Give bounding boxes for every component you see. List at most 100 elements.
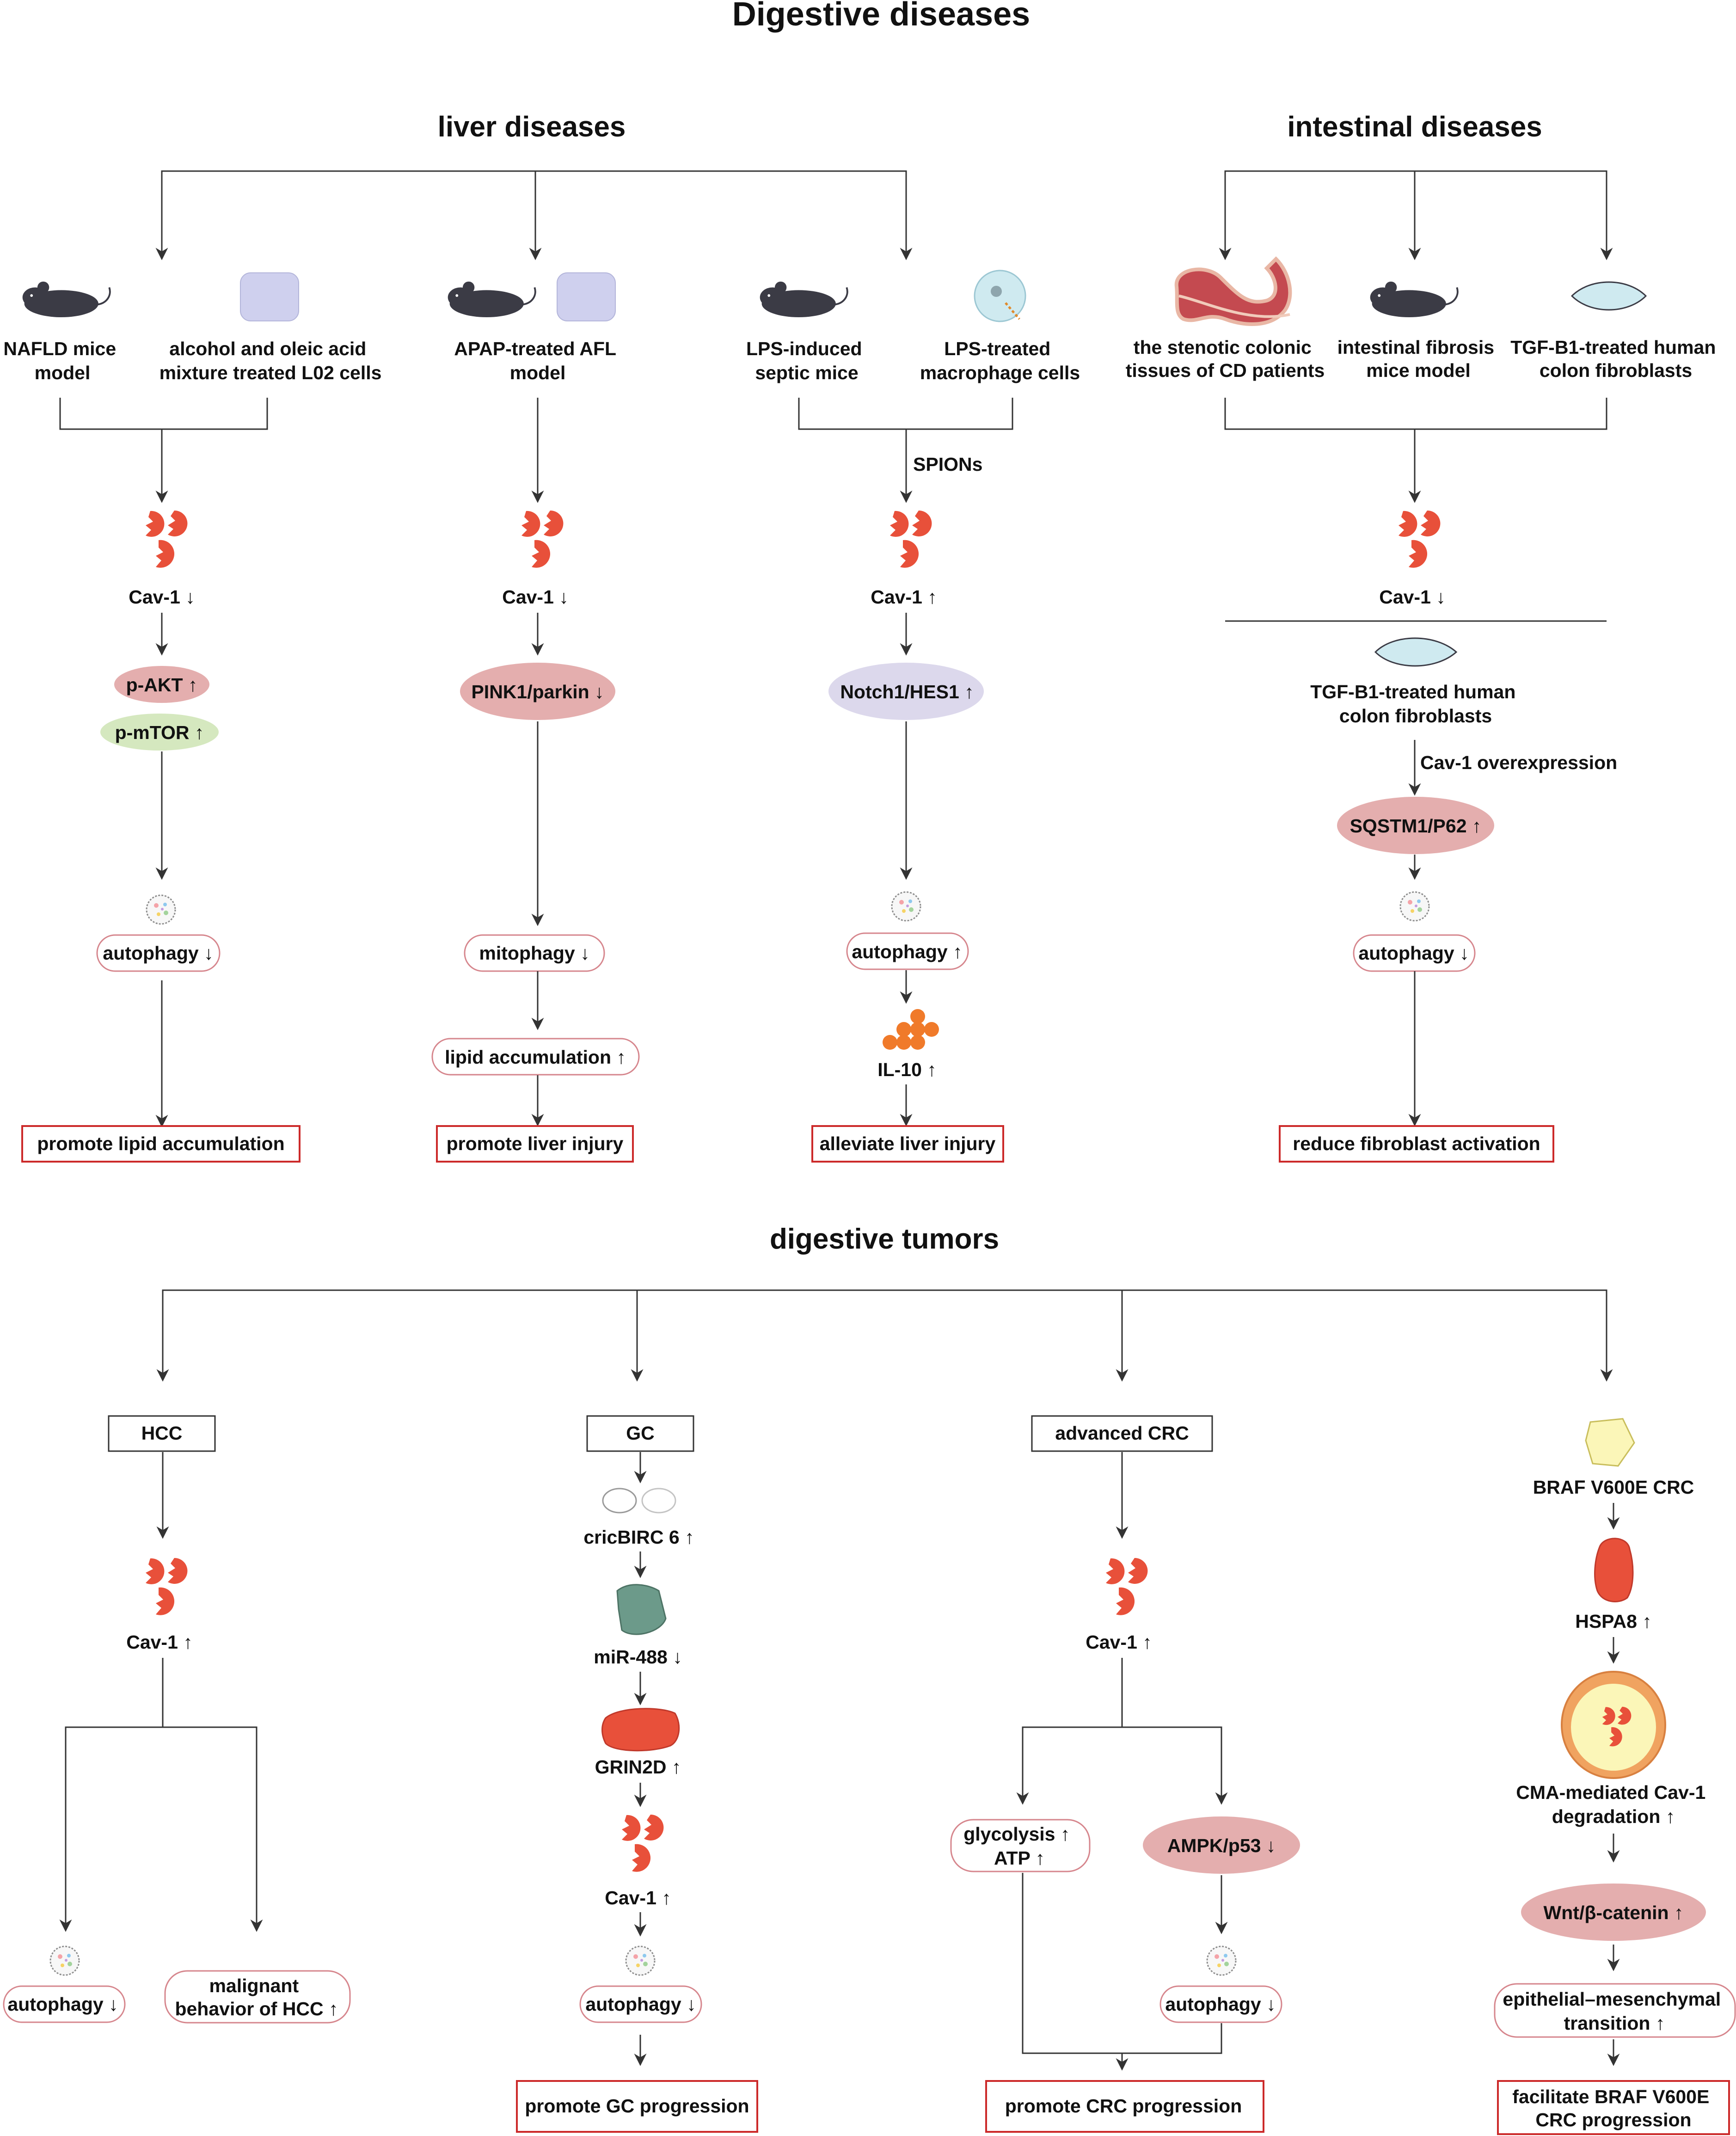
mouse-icon [21,280,111,318]
braf-crc-label: BRAF V600E CRC [1533,1477,1694,1498]
outcome-label: promote GC progression [525,2095,749,2117]
autophagosome-icon [891,891,921,922]
mitophagy-pill [464,934,605,972]
caveolin-1-icon [622,1814,664,1872]
glycolysis-pill [950,1819,1091,1872]
autophagy-label: autophagy ↓ [1358,942,1469,964]
tumor-column-braf: BRAF V600E CRC HSPA8 ↑ CMA-mediated Cav-… [1494,1418,1736,2135]
autophagy-label: autophagy ↓ [585,1994,696,2015]
wnt-label: Wnt/β-catenin ↑ [1544,1902,1684,1923]
outcome-label: promote liver injury [447,1133,624,1154]
mirna-icon [616,1584,667,1635]
outcome-label: facilitate BRAF V600E CRC progression [1512,2086,1715,2130]
fibroblast-label: TGF-B1-treated human colon fibroblasts [1510,337,1721,381]
mitophagy-label: mitophagy ↓ [479,942,589,964]
sqstm1-node [1337,797,1494,854]
outcome-label: alleviate liver injury [820,1133,996,1154]
intestinal-section-title: intestinal diseases [1287,111,1542,143]
liver-branch-connectors [155,170,913,260]
outcome-box [1497,2080,1730,2135]
cav1-label: Cav-1 ↓ [129,586,195,608]
diagram-title: Digestive diseases [732,0,1030,33]
autophagy-label: autophagy ↓ [7,1994,118,2015]
pink1-parkin-node [460,663,615,720]
liver-column-lps: LPS-induced septic mice LPS-treated macr… [746,270,1080,1163]
autophagy-label: autophagy ↓ [1165,1994,1276,2015]
apap-model-label: APAP-treated AFL model [454,338,621,383]
liver-column-apap: APAP-treated AFL model Cav-1 ↓ PINK1/par… [431,272,640,1163]
intestinal-column: the stenotic colonic tissues of CD patie… [1126,170,1721,1163]
cav1-label: Cav-1 ↑ [126,1631,193,1653]
wnt-node [1521,1884,1706,1941]
fibroblast-icon [1374,637,1458,667]
lipid-accumulation-label: lipid accumulation ↑ [445,1046,626,1068]
mir488-label: miR-488 ↓ [594,1646,682,1668]
autophagosome-icon [1206,1945,1237,1976]
cav1-label: Cav-1 ↑ [1086,1631,1152,1653]
outcome-box [436,1125,634,1163]
spions-label: SPIONs [913,454,982,475]
tumor-column-crc: advanced CRC Cav-1 ↑ glycolysis ↑ ATP ↑ … [950,1415,1300,2133]
caveolin-1-icon [890,510,932,568]
cd-tissue-label: the stenotic colonic tissues of CD patie… [1126,337,1325,381]
p-akt-label: p-AKT ↑ [126,674,198,696]
macrophage-label: LPS-treated macrophage cells [920,338,1080,383]
circbirc6-label: cricBIRC 6 ↑ [583,1527,694,1548]
autophagy-pill [1159,1985,1282,2023]
outcome-box [811,1125,1004,1163]
septic-mice-label: LPS-induced septic mice [746,338,867,383]
outcome-box [21,1125,301,1163]
outcome-label: promote lipid accumulation [37,1133,284,1154]
emt-label: epithelial–mesenchymal transition ↑ [1503,1988,1726,2034]
autophagy-pill [579,1985,702,2023]
hcc-box [108,1415,216,1452]
cma-degradation-label: CMA-mediated Cav-1 degradation ↑ [1516,1782,1711,1827]
p-akt-node [114,666,209,703]
l02-cells-label: alcohol and oleic acid mixture treated L… [159,338,382,383]
mouse-icon [759,280,848,318]
autophagosome-icon [625,1945,656,1976]
advanced-crc-label: advanced CRC [1055,1422,1189,1444]
cav1-label: Cav-1 ↑ [605,1887,671,1908]
autophagosome-icon [146,894,176,925]
malignant-behavior-label: malignant behavior of HCC ↑ [175,1975,338,2019]
gc-box [586,1415,694,1452]
grin2d-label: GRIN2D ↑ [595,1756,681,1778]
ampk-p53-node [1143,1816,1300,1874]
ampk-p53-label: AMPK/p53 ↓ [1167,1835,1276,1856]
p-mtor-label: p-mTOR ↑ [115,722,204,743]
fibrosis-mice-label: intestinal fibrosis mice model [1337,337,1500,381]
autophagy-label: autophagy ↑ [852,941,962,962]
caveolin-1-icon [1399,510,1441,568]
pink1-parkin-label: PINK1/parkin ↓ [471,681,604,702]
tumors-section-title: digestive tumors [770,1223,999,1255]
sub-fibroblast-label: TGF-B1-treated human colon fibroblasts [1310,681,1521,726]
liver-section-title: liver diseases [438,111,626,143]
autophagy-label: autophagy ↓ [103,942,213,964]
mouse-icon [1369,280,1459,318]
grin2d-icon [601,1708,680,1752]
il10-label: IL-10 ↑ [877,1059,937,1080]
malignant-behavior-pill [164,1970,351,2024]
mouse-icon [447,280,536,318]
l02-cell-icon [240,272,299,321]
tumor-cell-icon [1585,1418,1635,1467]
notch1-hes1-label: Notch1/HES1 ↑ [840,681,974,702]
outcome-label: reduce fibroblast activation [1293,1133,1540,1154]
lysosome-icon [1561,1671,1666,1779]
caveolin-1-icon [146,1557,188,1615]
colon-tissue-icon [1174,256,1292,326]
tumor-column-hcc: HCC Cav-1 ↑ autophagy ↓ malignant behavi… [3,1415,351,2024]
p-mtor-node [100,714,219,751]
caveolin-1-icon [146,510,188,568]
autophagy-pill [96,934,221,972]
tumor-branch-connectors [156,1289,1613,1382]
hspa8-icon [1594,1538,1634,1602]
glycolysis-atp-label: glycolysis ↑ ATP ↑ [963,1823,1075,1869]
emt-pill [1494,1983,1736,2038]
outcome-box [985,2080,1264,2133]
lipid-accumulation-pill [431,1038,640,1076]
cav1-label: Cav-1 ↑ [871,586,937,608]
